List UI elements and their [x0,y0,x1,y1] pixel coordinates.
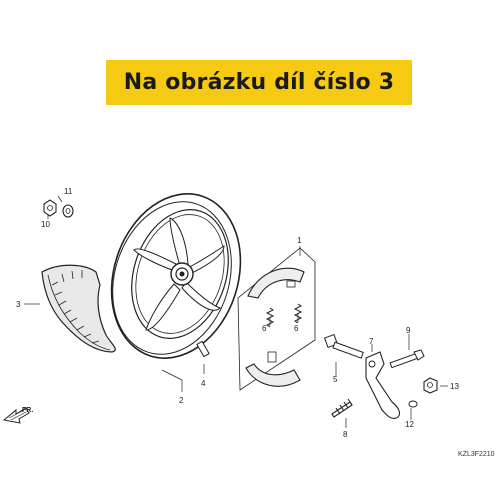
part-6-spring-right [293,303,303,324]
callout-3: 3 [16,300,21,309]
part-10-nut [43,199,57,217]
part-12-collar [408,400,418,408]
part-8-spring [331,398,353,418]
callout-9: 9 [406,326,411,335]
callout-numbers: 1 2 3 4 5 6 6 7 8 9 10 11 12 13 [16,187,459,439]
leader-lines [24,195,448,428]
callout-2: 2 [179,396,184,405]
callout-5: 5 [333,375,338,384]
callout-4: 4 [201,379,206,388]
part-11-washer [62,204,74,218]
callout-10: 10 [41,220,50,229]
callout-6-right: 6 [294,324,299,333]
front-direction-arrow: FR. [2,407,33,424]
callout-6-left: 6 [262,324,267,333]
part-13-nut [423,377,438,394]
callout-12: 12 [405,420,414,429]
part-9-bolt [389,349,425,369]
drawing-code: KZL3F2210 [458,451,495,458]
callout-8: 8 [343,430,348,439]
callout-1: 1 [297,236,302,245]
part-6-spring-left [265,307,275,328]
highlight-banner: Na obrázku díl číslo 3 [106,60,412,105]
part-1-brake-shoe-lower [245,351,301,387]
part-1-brake-shoe-upper [247,267,305,299]
part-5-cam [323,333,364,359]
callout-13: 13 [450,382,459,391]
banner-text: Na obrázku díl číslo 3 [123,70,395,95]
part-1-bracket-lines [237,247,316,391]
direction-label: FR. [22,407,33,414]
part-7-brake-arm [365,351,401,419]
part-2-wheel [110,193,242,359]
callout-7: 7 [369,337,374,346]
callout-11: 11 [64,187,73,196]
part-4-valve [196,340,210,358]
part-3-tire [41,264,116,353]
